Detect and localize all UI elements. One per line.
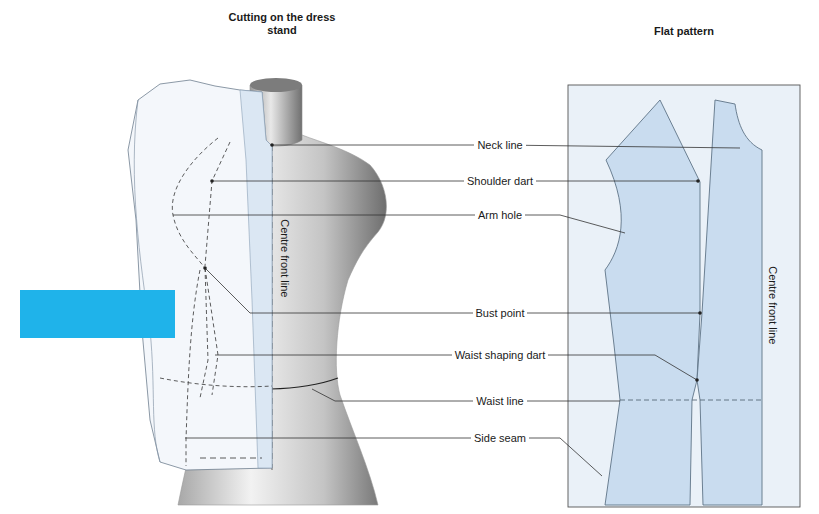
leader-dot xyxy=(696,179,700,183)
pattern-side-front xyxy=(605,100,700,505)
part-label: Neck line xyxy=(474,138,525,153)
part-label: Bust point xyxy=(473,306,528,321)
fabric-fold xyxy=(240,90,272,468)
leader-line xyxy=(173,215,500,216)
pattern-waist-line xyxy=(620,400,762,401)
flat-pattern-frame xyxy=(568,85,800,507)
leader-dot xyxy=(695,378,699,382)
fabric-edge xyxy=(134,100,160,462)
side-seam-mark xyxy=(186,270,200,466)
pattern-centre-front xyxy=(697,100,762,505)
armhole-mark xyxy=(172,138,218,268)
shoulder-dart-mark xyxy=(205,142,230,266)
leader-line xyxy=(272,145,500,146)
leader-dot xyxy=(698,311,702,315)
section-heading: Flat pattern xyxy=(651,24,717,39)
centre-front-label: Centre front line xyxy=(766,263,781,347)
leader-dots xyxy=(203,143,702,382)
part-label: Arm hole xyxy=(475,208,525,223)
part-label: Waist line xyxy=(473,394,526,409)
leader-line xyxy=(205,268,500,313)
dress-stand-neck-cap xyxy=(250,78,302,92)
part-label: Waist shaping dart xyxy=(452,348,549,363)
leader-dot xyxy=(203,266,207,270)
centre-front-label: Centre front line xyxy=(278,216,293,300)
leader-lines xyxy=(173,145,740,476)
waist-line-mark xyxy=(160,378,272,387)
hem-mark xyxy=(200,458,262,459)
waist-dart-mark xyxy=(200,268,218,398)
leader-line xyxy=(500,313,700,314)
leader-line xyxy=(312,389,500,401)
fabric-drape xyxy=(128,80,272,470)
part-label: Side seam xyxy=(471,431,529,446)
section-heading: Cutting on the dress stand xyxy=(220,10,344,37)
leader-dot xyxy=(270,143,274,147)
leader-line xyxy=(185,438,500,439)
leader-line xyxy=(500,145,740,148)
leader-line xyxy=(212,181,500,182)
highlight-bar xyxy=(20,290,175,338)
leader-dot xyxy=(210,179,214,183)
part-label: Shoulder dart xyxy=(464,174,536,189)
